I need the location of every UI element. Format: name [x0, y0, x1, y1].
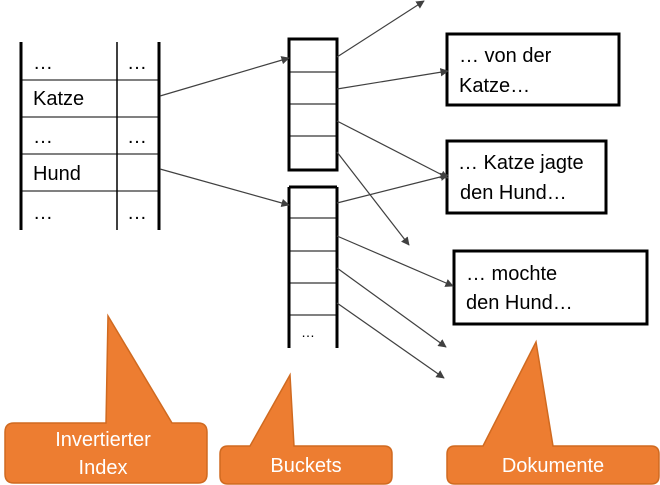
document-text-line: … Katze jagte: [458, 152, 584, 174]
document-frame: [452, 249, 649, 326]
arrow-bucket-to-document-1: [336, 68, 449, 90]
arrow-bucket-to-document-2: [336, 120, 449, 179]
document-text-line: den Hund…: [460, 182, 567, 204]
inverted-index-table: … … Katze … … Hund … …: [19, 42, 161, 230]
document-3: … mochte den Hund…: [452, 249, 649, 326]
arrow-index-katze-to-bucket: [159, 56, 290, 97]
callout-shape: [4, 313, 208, 484]
callout-dokumente: Dokumente: [446, 339, 660, 485]
arrow-bucket-to-unseen-document: [336, 151, 410, 246]
document-text-line: Katze…: [459, 75, 530, 97]
index-ref: …: [127, 202, 147, 224]
index-term-hund: Hund: [33, 163, 81, 185]
bucket-overflow-label: …: [301, 324, 315, 340]
index-term: …: [33, 126, 53, 148]
arrow-bucket-to-document-3: [336, 235, 454, 287]
pointer-arrows: [159, 0, 454, 379]
callout-shape: [219, 372, 393, 485]
callout-buckets: Buckets: [219, 372, 393, 485]
arrow-bucket-to-unseen-document: [336, 267, 447, 348]
callout-invertierter-index: Invertierter Index: [4, 313, 208, 484]
arrow-bucket-to-unseen-document: [336, 302, 445, 379]
index-ref: …: [127, 126, 147, 148]
index-row: Hund: [33, 163, 81, 185]
document-text-line: … mochte: [466, 263, 557, 285]
arrow-bucket-to-offscreen-document: [336, 0, 425, 58]
callout-label: Invertierter: [55, 429, 151, 451]
callout-label: Buckets: [270, 455, 341, 477]
arrow-index-hund-to-bucket: [159, 168, 290, 208]
index-term-katze: Katze: [33, 88, 84, 110]
callout-shape: [446, 339, 660, 485]
index-ref: …: [127, 52, 147, 74]
index-row: Katze: [33, 88, 84, 110]
bucket-katze: [287, 37, 339, 172]
document-text-line: den Hund…: [466, 292, 573, 314]
index-term: …: [33, 202, 53, 224]
arrow-bucket-to-document-2: [336, 172, 449, 204]
bucket-hund: …: [287, 185, 339, 348]
document-2: … Katze jagte den Hund…: [445, 139, 608, 215]
index-row: … …: [33, 202, 147, 224]
index-term: …: [33, 52, 53, 74]
callout-label: Dokumente: [502, 455, 604, 477]
index-row: … …: [33, 126, 147, 148]
document-frame: [445, 139, 608, 215]
callout-label: Index: [79, 457, 128, 479]
document-1: … von der Katze…: [445, 32, 621, 107]
index-row: … …: [33, 52, 147, 74]
document-text-line: … von der: [459, 45, 552, 67]
